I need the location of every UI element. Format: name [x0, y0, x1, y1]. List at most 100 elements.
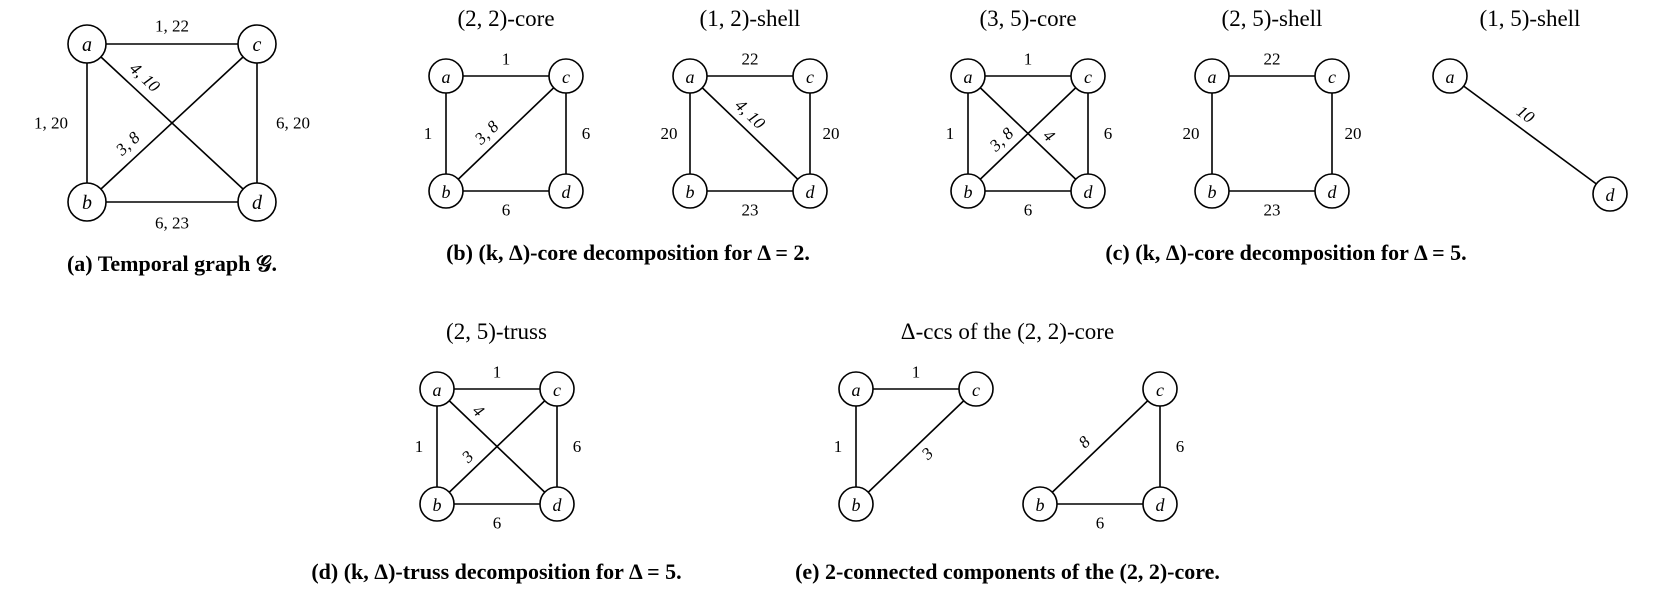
node-b-label: b: [964, 182, 973, 202]
caption-c: (c) (k, Δ)-core decomposition for Δ = 5.: [1105, 240, 1467, 265]
edge-a-d-label: 10: [1513, 102, 1538, 128]
node-c-circle: [792, 58, 828, 94]
node-b-circle: [672, 173, 708, 209]
shell-1-2-title: (1, 2)-shell: [699, 6, 801, 31]
shell-1-5-title: (1, 5)-shell: [1479, 6, 1581, 31]
core-2-2-title: (2, 2)-core: [457, 6, 555, 31]
edge-b-c: [855, 388, 977, 505]
node-b-label: b: [432, 495, 441, 515]
node-a-label: a: [442, 67, 451, 87]
node-b-label: b: [82, 192, 92, 214]
node-a-circle: [66, 24, 107, 64]
node-d-label: d: [1328, 182, 1338, 202]
edge-c-d-label: 6, 20: [276, 114, 310, 133]
node-d-circle: [1314, 173, 1350, 209]
node-b-circle: [418, 486, 455, 522]
node-b-label: b: [442, 182, 451, 202]
edge-a-b-label: 1: [946, 124, 955, 143]
node-a-circle: [672, 58, 708, 94]
caption-a: (a) Temporal graph 𝒢.: [66, 251, 277, 276]
edge-a-c-label: 1: [502, 50, 511, 69]
edge-c2-d2-label: 6: [1176, 437, 1185, 456]
edge-a-d: [435, 388, 558, 505]
edge-b-d-label: 6, 23: [155, 214, 189, 233]
edge-a-d-label: 4, 10: [125, 59, 163, 96]
edge-a-c-label: 22: [742, 50, 759, 69]
edge-b-c-label: 3, 8: [985, 123, 1018, 155]
node-a-circle: [950, 58, 986, 94]
core-3-5-title: (3, 5)-core: [979, 6, 1077, 31]
edge-a-c-label: 1: [1024, 50, 1033, 69]
edge-b-c-label: 3: [917, 444, 937, 464]
node-b-label: b: [852, 495, 861, 515]
node-b-label: b: [686, 182, 695, 202]
node-a-label: a: [686, 67, 695, 87]
node-b-circle: [838, 486, 874, 522]
node-a-circle: [838, 371, 874, 407]
edge-b2-d2-label: 6: [1096, 514, 1105, 533]
edge-b-c: [85, 43, 258, 203]
node-b2-label: b: [1036, 495, 1045, 515]
node-b-circle: [66, 182, 107, 222]
edge-a-c-label: 22: [1264, 50, 1281, 69]
edge-b-d-label: 23: [742, 201, 759, 220]
node-c-circle: [236, 24, 277, 64]
node-c-label: c: [553, 380, 561, 400]
node-a-label: a: [852, 380, 861, 400]
node-d-label: d: [252, 192, 263, 214]
node-a-label: a: [1208, 67, 1217, 87]
edge-a-b-label: 1: [414, 437, 423, 456]
node-c2-circle: [1142, 371, 1178, 407]
edge-c-d-label: 6: [572, 437, 581, 456]
node-d-label: d: [806, 182, 816, 202]
node-d2-label: d: [1156, 495, 1166, 515]
node-a-circle: [428, 58, 464, 94]
node-c-label: c: [1328, 67, 1336, 87]
node-d-circle: [538, 486, 575, 522]
caption-d: (d) (k, Δ)-truss decomposition for Δ = 5…: [311, 559, 682, 584]
node-a-label: a: [432, 380, 441, 400]
edge-a-d: [689, 75, 811, 192]
node-a-circle: [1194, 58, 1230, 94]
node-c-label: c: [252, 34, 261, 56]
edge-b2-c2: [1039, 388, 1161, 505]
edge-a-b-label: 20: [1183, 124, 1200, 143]
edge-b-c: [445, 75, 567, 192]
edge-a-d: [1449, 75, 1611, 195]
node-c-circle: [958, 371, 994, 407]
edge-c-d-label: 20: [823, 124, 840, 143]
node-b-circle: [950, 173, 986, 209]
edge-a-d-label: 4: [468, 401, 488, 421]
node-a-label: a: [82, 34, 92, 56]
node-c-label: c: [806, 67, 814, 87]
edge-b-c-label: 3: [457, 447, 477, 467]
node-b-circle: [1194, 173, 1230, 209]
node-c-label: c: [562, 67, 570, 87]
shell-2-5-title: (2, 5)-shell: [1221, 6, 1323, 31]
caption-b: (b) (k, Δ)-core decomposition for Δ = 2.: [446, 240, 810, 265]
node-b-circle: [428, 173, 464, 209]
edge-a-c-label: 1, 22: [155, 17, 189, 36]
